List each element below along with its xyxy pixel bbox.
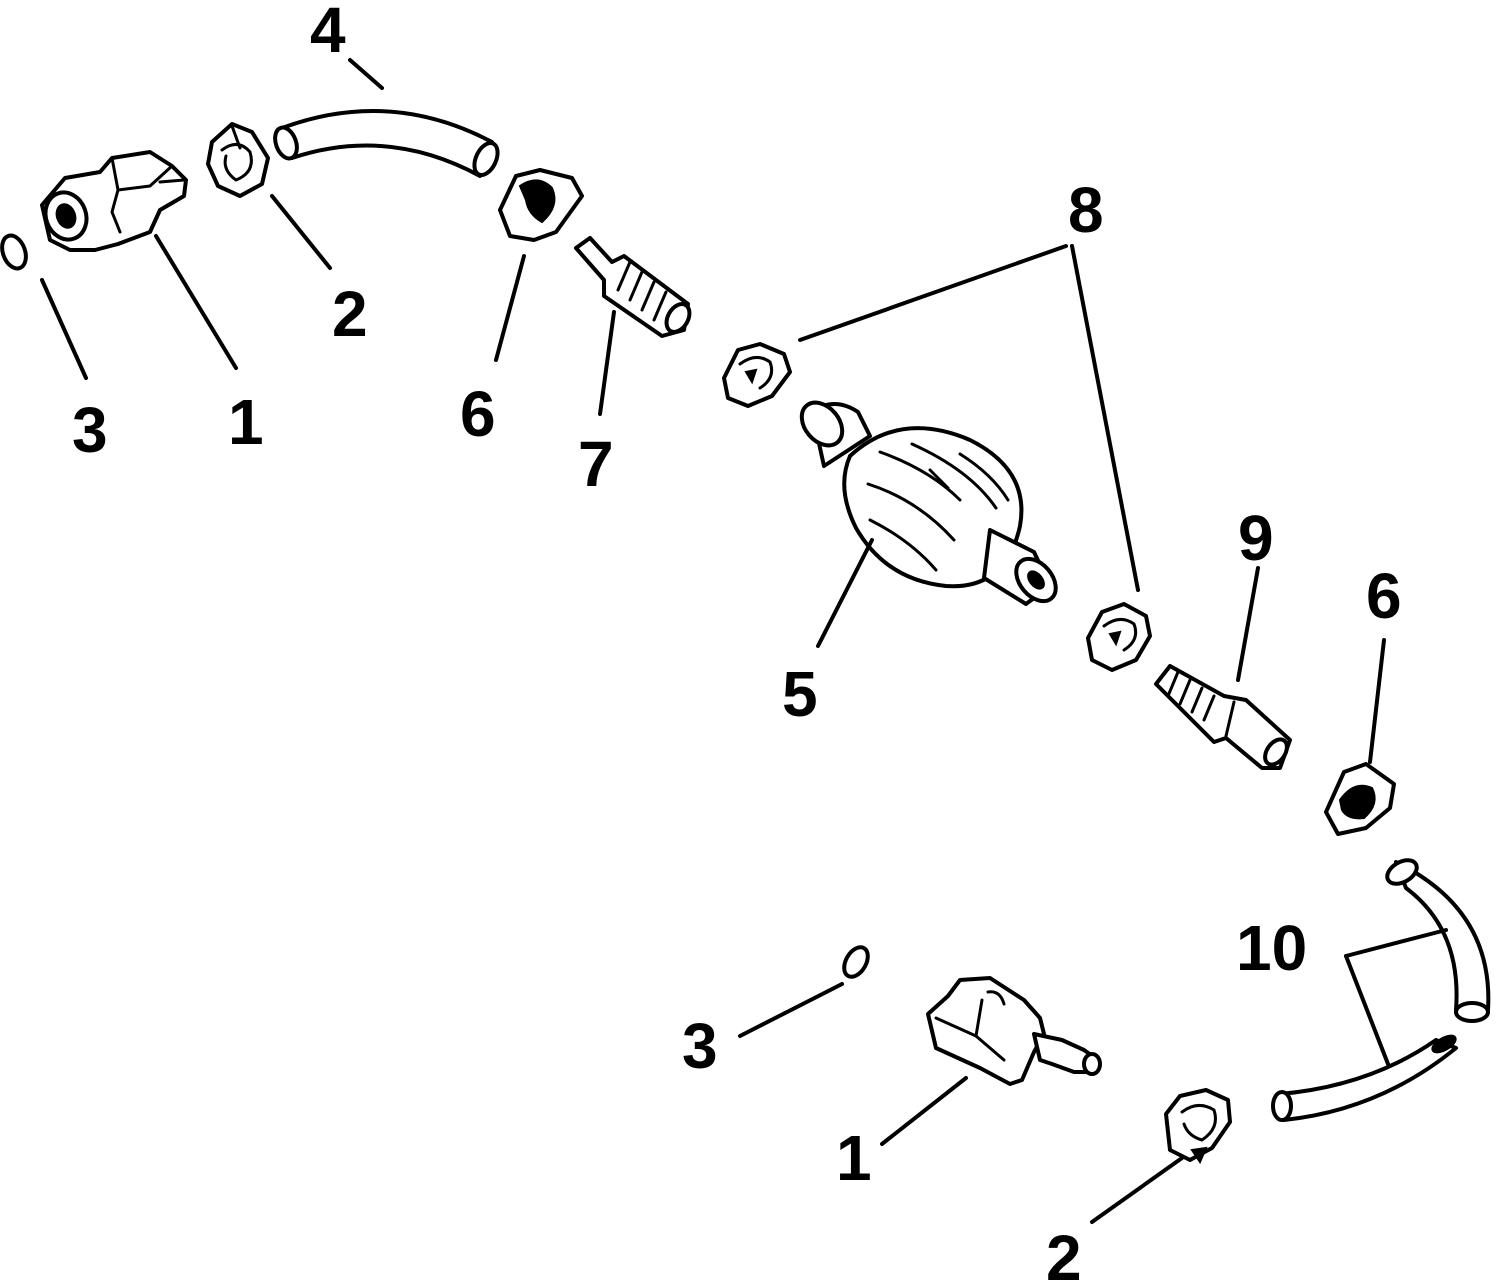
hose-clamp-top bbox=[206, 122, 270, 198]
callout-3-bottom-oring: 3 bbox=[682, 1010, 718, 1082]
bulb-clip-lower bbox=[1086, 602, 1152, 672]
fuel-hose-lower bbox=[1271, 858, 1491, 1122]
callout-9-valve-outlet: 9 bbox=[1238, 502, 1274, 574]
check-valve-inlet bbox=[574, 236, 692, 338]
callout-2-top-clamp: 2 bbox=[332, 278, 368, 350]
callout-3-top-oring: 3 bbox=[72, 394, 108, 466]
callout-6-clamp-lower: 6 bbox=[1366, 560, 1402, 632]
callout-2-bottom-clamp: 2 bbox=[1046, 1222, 1082, 1285]
callout-5-primer-bulb: 5 bbox=[782, 658, 818, 730]
primer-bulb bbox=[799, 400, 1058, 606]
leader-lines bbox=[40, 58, 1448, 1224]
hose-clamp-bottom bbox=[1164, 1088, 1232, 1165]
connector-fitting-top bbox=[40, 150, 188, 252]
callout-10-bottom-hose: 10 bbox=[1236, 912, 1307, 984]
callout-4-top-hose: 4 bbox=[310, 0, 346, 66]
hose-clamp-lower bbox=[1324, 762, 1396, 836]
connector-fitting-bottom bbox=[926, 976, 1102, 1086]
fuel-hose-top bbox=[273, 109, 500, 178]
callout-6-clamp-upper: 6 bbox=[460, 378, 496, 450]
callout-8-bulb-clips: 8 bbox=[1068, 174, 1104, 246]
hose-clamp-upper bbox=[498, 168, 584, 242]
check-valve-outlet bbox=[1154, 664, 1292, 770]
callout-1-bottom-fitting: 1 bbox=[836, 1122, 872, 1194]
callout-7-valve-inlet: 7 bbox=[578, 428, 614, 500]
bulb-clip-upper bbox=[722, 342, 792, 408]
callout-1-top-fitting: 1 bbox=[228, 386, 264, 458]
o-ring-top bbox=[0, 233, 28, 271]
o-ring-bottom bbox=[842, 945, 870, 979]
